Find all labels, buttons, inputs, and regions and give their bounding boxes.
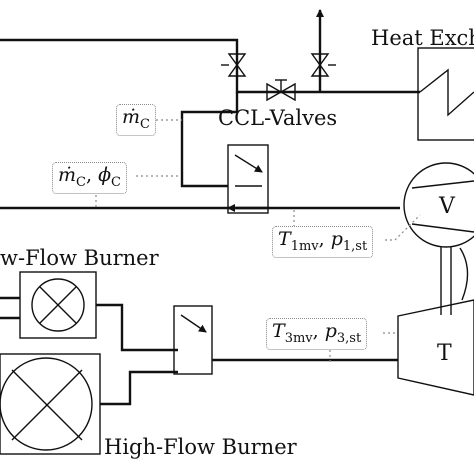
mass-flow-phi-signal-label: ṁC, ϕC (52, 162, 127, 194)
compressor-inlet-signal-label: T1mv, p1,st (272, 226, 374, 258)
low-flow-burner (19, 271, 97, 339)
ccl-valves-label: CCL-Valves (218, 106, 338, 130)
valve-right (310, 9, 336, 92)
turbine-label: T (437, 341, 452, 366)
mixer-box-upper (227, 144, 269, 214)
compressor-label: V (439, 194, 455, 219)
valve-middle (266, 79, 296, 102)
ccl-branch-pipe (180, 92, 239, 188)
high-flow-burner-label: High-Flow Burner (104, 435, 297, 459)
valve-left (221, 53, 247, 77)
heat-exchanger (417, 47, 474, 141)
top-pipe (0, 38, 420, 94)
compressor (403, 162, 474, 248)
heat-exchanger-label: Heat Exch (371, 26, 474, 50)
turbine-inlet-signal-label: T3mv, p3,st (266, 318, 368, 350)
high-flow-burner (0, 353, 101, 455)
turbine (397, 299, 474, 396)
mass-flow-signal-label: ṁC (116, 104, 156, 136)
low-flow-burner-label: w-Flow Burner (0, 246, 159, 270)
mixer-box-lower (173, 305, 213, 375)
